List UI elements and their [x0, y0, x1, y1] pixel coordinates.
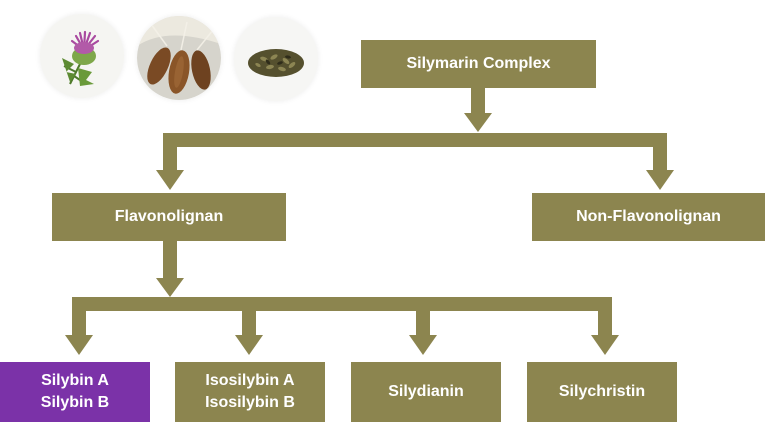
arrow-leaf-1 [65, 335, 93, 355]
node-silybin: Silybin A Silybin B [0, 362, 150, 422]
connector-leaf-2 [242, 297, 256, 337]
connector-flavonolignan-stem [163, 241, 177, 281]
connector-right-drop [653, 133, 667, 173]
connector-bottom-bar [72, 297, 612, 311]
connector-root-stem [471, 88, 485, 116]
arrow-leaf-4 [591, 335, 619, 355]
arrow-leaf-2 [235, 335, 263, 355]
node-silychristin: Silychristin [527, 362, 677, 422]
connector-leaf-3 [416, 297, 430, 337]
node-flavonolignan-label: Flavonolignan [114, 208, 224, 225]
node-isosilybin: Isosilybin A Isosilybin B [175, 362, 325, 422]
arrow-leaf-3 [409, 335, 437, 355]
node-silydianin-label: Silydianin [388, 383, 464, 400]
connector-left-drop [163, 133, 177, 173]
arrow-non-flavonolignan [646, 170, 674, 190]
milk-thistle-seed-pile-icon [234, 17, 318, 101]
milk-thistle-flower-icon [40, 14, 124, 98]
connector-leaf-4 [598, 297, 612, 337]
node-silydianin: Silydianin [351, 362, 501, 422]
connector-leaf-1 [72, 297, 86, 337]
node-isosilybin-line-2: Isosilybin B [205, 394, 295, 411]
node-non-flavonolignan-label: Non-Flavonolignan [576, 208, 721, 225]
node-silymarin-complex: Silymarin Complex [361, 40, 596, 88]
node-silychristin-label: Silychristin [558, 383, 646, 400]
arrow-root [464, 113, 492, 132]
arrow-flavonolignan [156, 170, 184, 190]
node-silybin-line-2: Silybin B [40, 394, 110, 411]
node-flavonolignan: Flavonolignan [52, 193, 286, 241]
milk-thistle-seeds-closeup-icon [137, 16, 221, 100]
node-silymarin-complex-label: Silymarin Complex [406, 55, 551, 72]
connector-top-bar [163, 133, 667, 147]
arrow-flavonolignan-down [156, 278, 184, 297]
node-non-flavonolignan: Non-Flavonolignan [532, 193, 765, 241]
node-silybin-line-1: Silybin A [41, 372, 109, 389]
node-isosilybin-line-1: Isosilybin A [205, 372, 295, 389]
